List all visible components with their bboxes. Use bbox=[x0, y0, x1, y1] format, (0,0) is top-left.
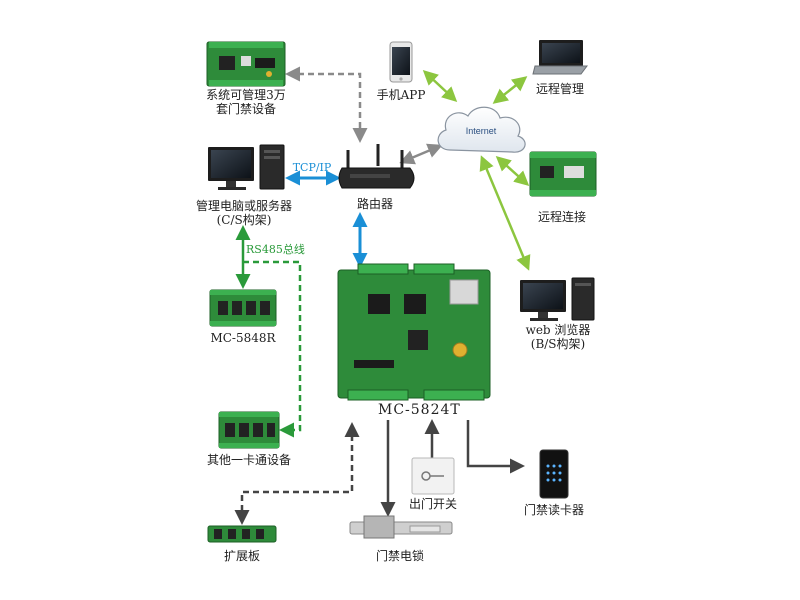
router-image bbox=[338, 144, 415, 189]
door-lock-label: 门禁电锁 bbox=[375, 549, 424, 563]
remote-board-label: 远程连接 bbox=[537, 210, 586, 224]
other-card-label: 其他一卡通设备 bbox=[206, 453, 291, 467]
card-reader-label: 门禁读卡器 bbox=[523, 503, 584, 517]
top-board-image bbox=[206, 41, 286, 87]
router-label: 路由器 bbox=[356, 197, 393, 211]
pc-label-line2: (C/S构架) bbox=[216, 213, 272, 227]
link-remote-internet bbox=[495, 155, 530, 187]
link-router-internet bbox=[399, 143, 443, 165]
expansion-board-image bbox=[207, 525, 277, 543]
phone-image bbox=[389, 41, 413, 83]
rs485-label: RS485总线 bbox=[246, 243, 305, 256]
remote-board-image bbox=[529, 151, 597, 197]
mc5848r-label: MC-5848R bbox=[210, 331, 276, 345]
link-web-internet bbox=[479, 155, 531, 271]
top-board-label-line1: 系统可管理3万 bbox=[206, 88, 286, 102]
link-controller-reader bbox=[466, 420, 525, 474]
expansion-label: 扩展板 bbox=[223, 549, 260, 563]
link-controller-expansion bbox=[234, 422, 360, 525]
other-card-device-image bbox=[218, 411, 280, 449]
web-pc-label-line2: (B/S构架) bbox=[530, 337, 586, 351]
link-topboard-router bbox=[285, 66, 368, 143]
pc-image bbox=[208, 144, 285, 190]
tcpip-label: TCP/IP bbox=[292, 161, 332, 174]
main-controller-label: MC-5824T bbox=[378, 402, 461, 418]
link-laptop-internet bbox=[492, 76, 528, 104]
web-pc-image bbox=[520, 277, 595, 321]
laptop-label: 远程管理 bbox=[535, 82, 584, 96]
top-board-label-line2: 套门禁设备 bbox=[215, 102, 276, 116]
link-rs485-bus bbox=[243, 260, 302, 438]
internet-label: Internet bbox=[465, 126, 497, 136]
card-reader-image bbox=[539, 449, 569, 499]
laptop-image bbox=[532, 40, 588, 75]
phone-label: 手机APP bbox=[376, 88, 426, 102]
internet-cloud bbox=[437, 106, 526, 153]
link-phone-internet bbox=[422, 69, 458, 103]
web-pc-label-line1: web 浏览器 bbox=[525, 323, 591, 337]
mc5848r-image bbox=[209, 289, 277, 327]
door-lock-image bbox=[349, 515, 453, 539]
exit-button-image bbox=[411, 457, 455, 495]
main-controller-image bbox=[337, 263, 491, 401]
exit-button-label: 出门开关 bbox=[408, 497, 457, 511]
pc-label-line1: 管理电脑或服务器 bbox=[195, 199, 292, 213]
